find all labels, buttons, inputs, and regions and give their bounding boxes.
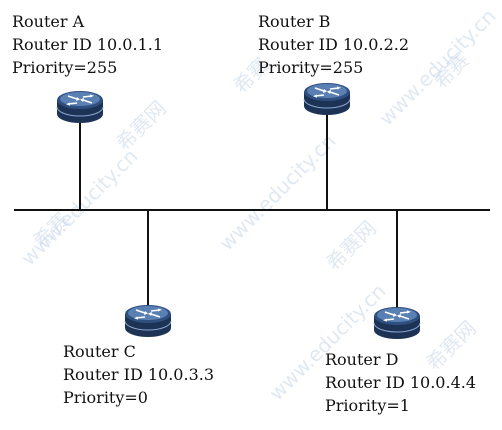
router-a-name: Router A xyxy=(12,12,85,31)
router-a-priority: Priority=255 xyxy=(12,58,118,77)
router-a-label: Router A Router ID 10.0.1.1 Priority=255 xyxy=(12,10,163,79)
router-d-name: Router D xyxy=(325,350,399,369)
router-b-id: Router ID 10.0.2.2 xyxy=(258,35,410,54)
router-b-label: Router B Router ID 10.0.2.2 Priority=255 xyxy=(258,10,409,79)
router-a-icon xyxy=(56,90,104,124)
router-c-id: Router ID 10.0.3.3 xyxy=(63,365,215,384)
router-c-priority: Priority=0 xyxy=(63,388,148,407)
router-b-priority: Priority=255 xyxy=(258,58,364,77)
router-d-priority: Priority=1 xyxy=(325,396,410,415)
router-b-icon xyxy=(303,82,351,116)
router-b-name: Router B xyxy=(258,12,331,31)
router-c-name: Router C xyxy=(63,342,136,361)
router-d-icon xyxy=(373,306,421,340)
router-c-label: Router C Router ID 10.0.3.3 Priority=0 xyxy=(63,340,214,409)
router-d-id: Router ID 10.0.4.4 xyxy=(325,373,477,392)
router-c-icon xyxy=(124,304,172,338)
router-d-label: Router D Router ID 10.0.4.4 Priority=1 xyxy=(325,348,476,417)
router-a-id: Router ID 10.0.1.1 xyxy=(12,35,164,54)
